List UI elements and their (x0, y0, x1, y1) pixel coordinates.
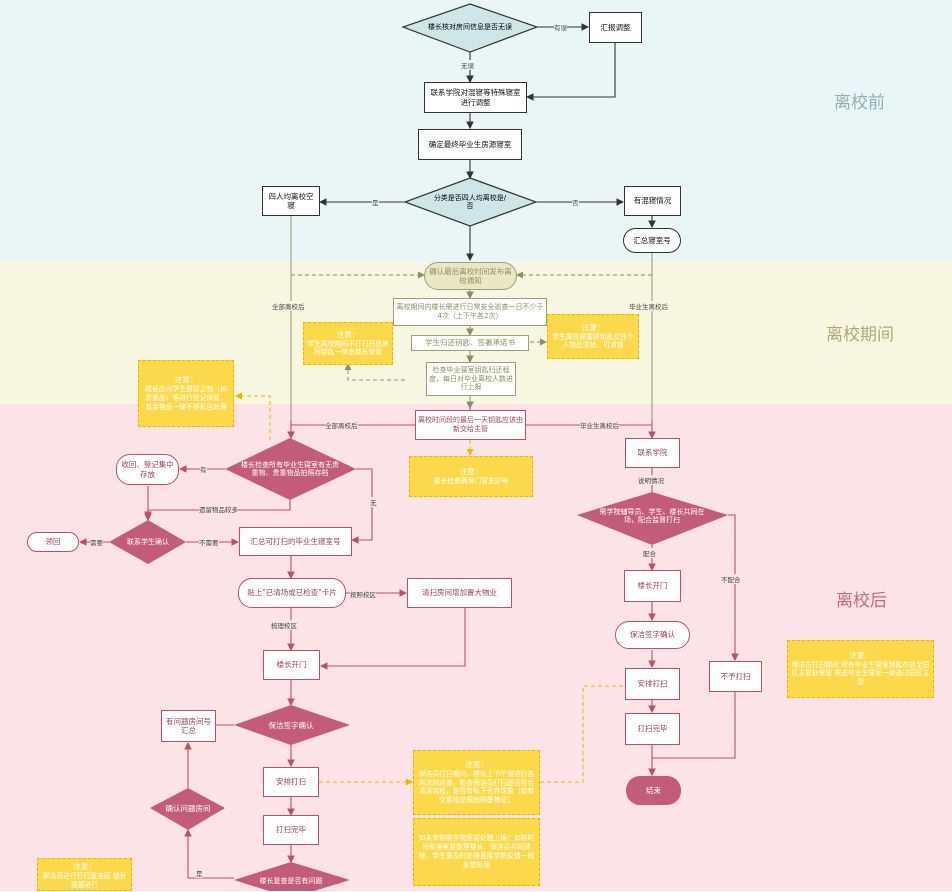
check-info-text: 楼长核对房间信息是否无误 (428, 22, 512, 31)
label-sort-area: 梳理校区 (271, 620, 297, 630)
return-keys-box: 学生归还钥匙、签署承诺书 (411, 335, 529, 351)
note-doors-windows: 注意：楼长检查确保门窗关好电 (409, 456, 533, 497)
recheck-text: 楼长复查是否有问题 (259, 876, 323, 885)
confirm-time-box: 确认最后离校时间发布离校通知 (424, 262, 517, 290)
label-none: 无 (370, 497, 377, 507)
diamond-cleaner-confirm2 (234, 705, 350, 745)
note-cleaning-keys: 注意：保洁员打扫期间 所有毕业生寝室钥匙存放至园区主管处保管 需进毕业生寝室一律… (787, 640, 934, 698)
note-items-handling: 如未有物需学院需要处理上报；如物时间安排需要整理楼长、保洁员共同清除，学生需及时… (413, 818, 540, 886)
label-explain: 说明情况 (638, 475, 664, 485)
note-inspection: 注意：保洁员打扫期间，楼长上下午需进行各两次的巡查，检查保洁员打扫是否符合清洁流… (413, 750, 540, 815)
manager-open2-box: 楼长开门 (263, 650, 320, 680)
label-not-cooperate: 不配合 (721, 574, 741, 584)
label-yes2: 是 (196, 868, 203, 878)
note-key-return: 注意：学生离校需要将钥匙交还个人物品清除、可清理 (547, 314, 639, 359)
phase-label-before: 离校前 (834, 93, 885, 113)
label-grad-leave: 毕业生离校后 (629, 301, 668, 311)
diamond-inspect (225, 438, 356, 500)
diamond-counselor (577, 492, 728, 545)
label-wrong: 有误 (554, 22, 567, 32)
end-box: 结束 (626, 776, 681, 805)
phase-label-during: 离校期间 (826, 325, 894, 345)
clean-done-box: 打扫完毕 (625, 713, 680, 745)
label-left-items: 遗留物品较多 (199, 504, 238, 514)
label-cooperate: 配合 (643, 548, 656, 558)
note-left-items: 注意：楼长应对学生遗留之物（如贵重品）等进行登记保管，其余物品一律不得私自处理 (138, 360, 234, 427)
diamond-confirm-problem (150, 788, 225, 830)
cleaner-confirm-box: 保洁签字确认 (615, 621, 690, 649)
report-adjust-box: 汇报调整 (589, 12, 642, 43)
label-need: 需要 (90, 537, 103, 547)
note-key-custody: 注意：学生离校期间不打扫开放房间钥匙一律由楼长保管 (303, 322, 393, 365)
clean-large-box: 清扫房间增加置大物业 (407, 578, 512, 608)
label-all-leave2: 全部离校后 (325, 420, 358, 430)
collect-box: 收回、登记集中存放 (116, 454, 179, 485)
summary-clean-box: 汇总可打扫的毕业生寝室号 (239, 527, 352, 556)
problem-summary-box: 有问题房间号汇总 (161, 710, 216, 742)
check-progress-box: 检查毕业寝室钥匙归还程度，每日对毕业离校人数进行上报 (426, 362, 516, 396)
counselor-text: 需学院辅导员、学生、楼长共同在场，配合监督打扫 (599, 507, 705, 524)
return-item-box: 领回 (27, 532, 79, 552)
four-empty-box: 四人均离校空寝 (262, 186, 320, 216)
label-no: 否 (572, 197, 579, 207)
diamond-contact-student (109, 520, 186, 564)
label-by-area: 按照校区 (350, 589, 376, 599)
label-has: 有 (200, 464, 207, 474)
arrange-clean-box: 安排打扫 (625, 668, 680, 700)
not-clean-box: 不予打扫 (709, 661, 762, 692)
has-mixed-box: 有混寝情况 (624, 186, 681, 216)
contact-college2-box: 联系学院 (625, 438, 680, 468)
arrange-clean2-box: 安排打扫 (263, 767, 319, 797)
last-day-box: 离校时间段的最后一天钥匙应该由新交给主管 (415, 410, 526, 440)
diamond-check-info (401, 3, 539, 53)
summary-rooms-box: 汇总寝室号 (623, 228, 681, 253)
note-recheck: 注意：保洁员进行打扫复查后 楼长需要进行 (37, 858, 132, 891)
inspect-text: 楼长检查所有毕业生寝室有无贵重物、贵重物品拍照存档 (241, 460, 339, 477)
clean-done2-box: 打扫完毕 (263, 815, 319, 845)
contact-college-box: 联系学院对混寝等特殊寝室进行调整 (424, 82, 527, 113)
post-notice-box: 贴上"已清场或已检查"卡片 (238, 578, 346, 608)
classify-text: 分类是否四人均离校是/否 (433, 193, 507, 210)
phase-label-after: 离校后 (836, 591, 887, 611)
diamond-classify (403, 177, 538, 227)
confirm-rooms-box: 确定最终毕业生房源寝室 (418, 129, 522, 160)
label-grad-leave2: 毕业生离校后 (580, 420, 619, 430)
safety-check-box: 离校期间内楼长需进行日常安全巡查一日不少于4次（上下午各2次） (393, 298, 547, 326)
confirm-problem-text: 确认问题房间 (165, 803, 211, 813)
diamond-recheck (234, 862, 350, 891)
label-yes: 是 (372, 197, 379, 207)
manager-open-box: 楼长开门 (624, 570, 681, 602)
cleaner-confirm2-text: 保洁签字确认 (268, 720, 314, 730)
label-all-leave: 全部离校后 (272, 301, 305, 311)
contact-student-text: 联系学生确认 (127, 537, 169, 546)
label-correct: 无误 (461, 60, 474, 70)
label-not-need: 不需要 (199, 537, 219, 547)
